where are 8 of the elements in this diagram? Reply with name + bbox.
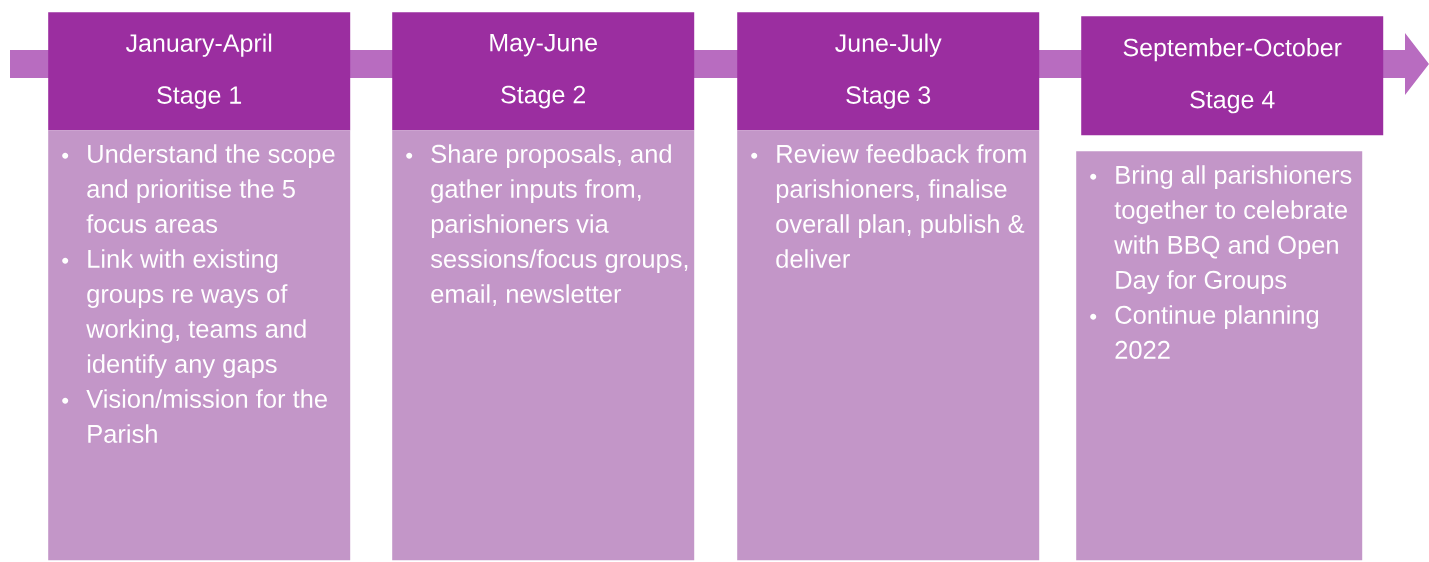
- stage-header: January-April Stage 1: [48, 12, 351, 131]
- stage-task-box: Understand the scope and prioritise the 5 focus areas Link with existing groups re ways of working, teams and identify any gaps Vision/mission for the Parish: [48, 130, 351, 561]
- stage-task-box: Bring all parishioners together to celebrate with BBQ and Open Day for Groups Continue planning 2022: [1076, 151, 1363, 561]
- stage-header: September-October Stage 4: [1081, 16, 1384, 136]
- stage-task-box: Share proposals, and gather inputs from, parishioners via sessions/focus groups, email, newsletter: [392, 130, 695, 561]
- stage-task-box: Review feedback from parishioners, finalise overall plan, publish & deliver: [737, 130, 1040, 561]
- stage-header: May-June Stage 2: [392, 12, 695, 131]
- stage-header: June-July Stage 3: [737, 12, 1040, 131]
